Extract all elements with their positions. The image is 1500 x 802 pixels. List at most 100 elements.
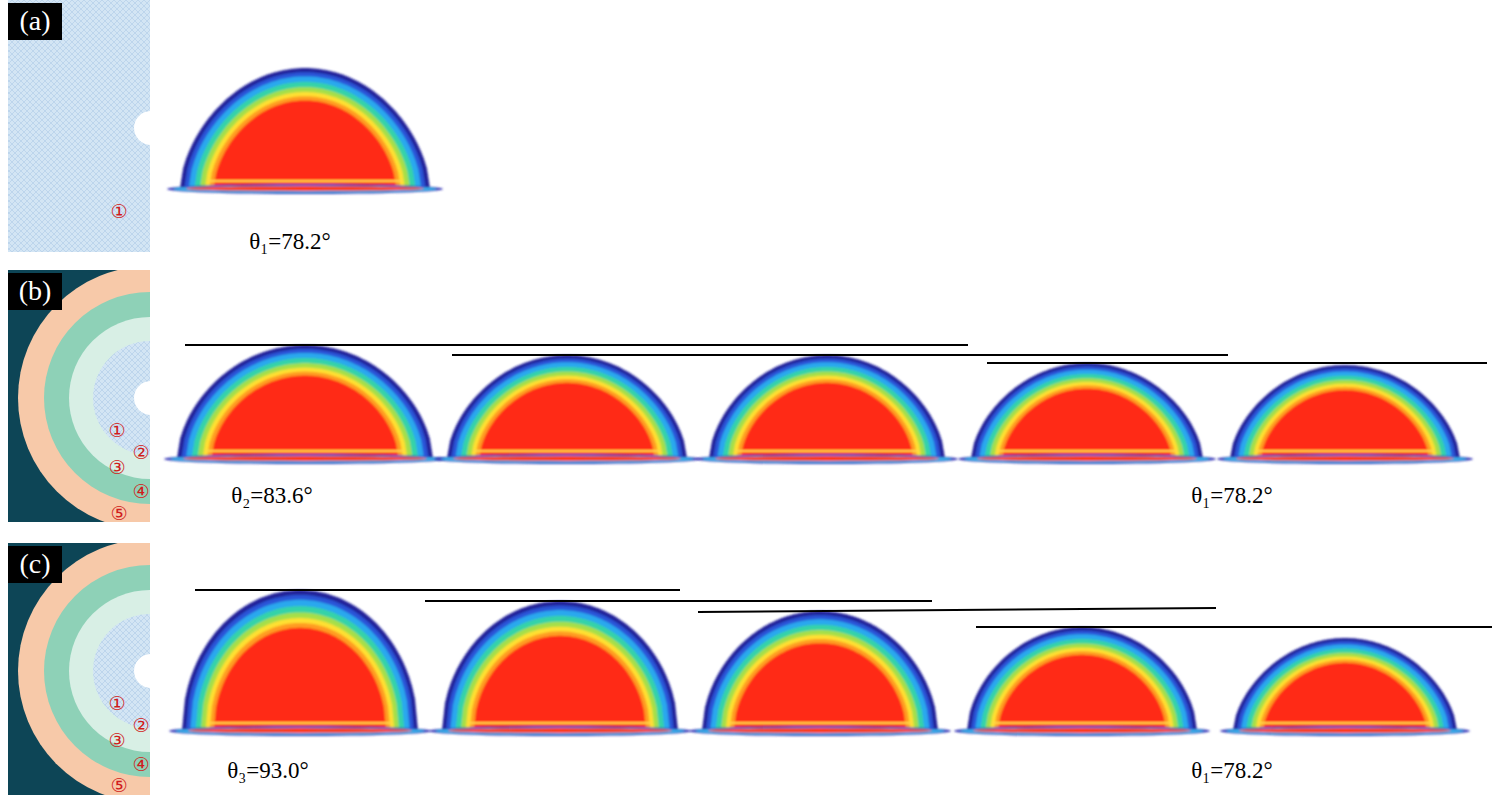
droplet-contour bbox=[958, 363, 1216, 464]
contour-layer bbox=[466, 371, 668, 458]
precursor-film bbox=[1217, 454, 1473, 464]
contour-layer bbox=[442, 601, 678, 730]
contour-layer bbox=[210, 623, 391, 730]
contour-layer bbox=[994, 382, 1180, 458]
precursor-film bbox=[973, 728, 1191, 733]
contour-streak bbox=[473, 450, 660, 452]
callout-number: ⑤ bbox=[110, 775, 127, 796]
contour-layer bbox=[975, 634, 1189, 730]
contour-streak bbox=[205, 450, 405, 452]
contour-layer bbox=[182, 590, 418, 730]
contour-streak bbox=[1258, 722, 1433, 724]
contour-layer bbox=[186, 595, 414, 730]
contour-layer bbox=[1238, 372, 1452, 458]
contour-layer bbox=[196, 606, 405, 730]
precursor-film bbox=[1236, 456, 1454, 461]
contour-layer bbox=[971, 631, 1193, 730]
height-reference-line bbox=[976, 626, 1492, 628]
contour-layer bbox=[1253, 384, 1437, 458]
height-reference-line bbox=[185, 344, 968, 346]
precursor-film bbox=[715, 456, 939, 461]
callout-number: ① bbox=[108, 420, 125, 441]
contour-layer bbox=[209, 96, 400, 188]
contour-layer bbox=[1230, 365, 1460, 458]
height-reference-line bbox=[425, 600, 932, 602]
callout-number: ① bbox=[110, 201, 127, 222]
panel-letter: (c) bbox=[19, 549, 50, 580]
contour-layer bbox=[203, 368, 408, 458]
contour-layer bbox=[741, 383, 913, 458]
callout-number: ③ bbox=[108, 730, 125, 751]
precursor-film bbox=[169, 726, 431, 736]
contour-layer bbox=[474, 636, 646, 730]
contour-layer bbox=[717, 362, 936, 458]
contour-layer bbox=[471, 376, 663, 458]
panel-tag: (a) bbox=[8, 3, 62, 40]
contour-layer bbox=[466, 627, 655, 730]
precursor-film bbox=[448, 728, 672, 733]
precursor-film bbox=[960, 727, 1204, 734]
contour-streak bbox=[208, 180, 403, 182]
contour-layer bbox=[709, 355, 945, 458]
contour-layer bbox=[730, 639, 911, 730]
notch bbox=[134, 111, 150, 145]
height-reference-line bbox=[452, 354, 1228, 356]
droplet-contour bbox=[167, 68, 443, 194]
contour-layer bbox=[479, 383, 654, 458]
gradient-band bbox=[69, 590, 150, 752]
contour-layer bbox=[967, 627, 1197, 730]
panel-letter: (a) bbox=[19, 6, 50, 37]
callout-number: ③ bbox=[108, 457, 125, 478]
callout-number: ④ bbox=[132, 481, 149, 502]
gradient-band bbox=[44, 292, 150, 504]
precursor-film bbox=[977, 456, 1197, 461]
contact-angle-label: θ₁=78.2° bbox=[1191, 483, 1272, 508]
contour-layer bbox=[1257, 387, 1433, 458]
contour-layer bbox=[1246, 649, 1444, 730]
contour-layer bbox=[190, 600, 409, 730]
precursor-film bbox=[170, 455, 440, 462]
height-reference-line bbox=[195, 589, 680, 591]
panel-tag: (c) bbox=[8, 546, 62, 583]
contour-layer bbox=[1241, 644, 1449, 730]
precursor-film bbox=[964, 455, 1210, 462]
contour-layer bbox=[189, 76, 422, 188]
precursor-film bbox=[175, 727, 425, 734]
contour-layer bbox=[1248, 380, 1441, 458]
contour-layer bbox=[470, 631, 651, 730]
substrate-panel bbox=[8, 0, 150, 252]
contour-layer bbox=[979, 370, 1195, 458]
contour-layer bbox=[1259, 660, 1430, 730]
contour-layer bbox=[447, 355, 687, 458]
contact-angle-label: θ₂=83.6° bbox=[231, 483, 312, 508]
contour-layer bbox=[1251, 653, 1439, 730]
contour-layer bbox=[1237, 641, 1453, 730]
contour-layer bbox=[713, 359, 941, 458]
contour-layer bbox=[726, 635, 915, 730]
contour-layer bbox=[998, 385, 1175, 458]
droplet-contour bbox=[954, 627, 1210, 736]
precursor-film bbox=[434, 454, 700, 464]
contact-angle-label: θ₃=93.0° bbox=[227, 758, 308, 783]
contour-layer bbox=[214, 100, 397, 188]
contour-layer bbox=[451, 359, 683, 458]
precursor-film bbox=[173, 185, 437, 192]
contour-layer bbox=[186, 353, 424, 458]
substrate-panel bbox=[8, 543, 150, 795]
contour-layer bbox=[456, 616, 665, 730]
precursor-film bbox=[954, 726, 1210, 736]
substrate-panel bbox=[8, 270, 150, 522]
contour-layer bbox=[200, 87, 410, 188]
contour-layer bbox=[980, 639, 1184, 730]
contour-layer bbox=[194, 82, 415, 188]
precursor-film bbox=[164, 454, 446, 464]
contour-layer bbox=[1243, 376, 1447, 458]
precursor-film bbox=[1223, 455, 1467, 462]
contour-layer bbox=[184, 72, 425, 188]
contour-layer bbox=[177, 345, 433, 458]
contour-layer bbox=[990, 378, 1185, 458]
contour-layer bbox=[737, 379, 918, 458]
panel-tag: (b) bbox=[8, 273, 62, 310]
contour-layer bbox=[207, 372, 403, 458]
